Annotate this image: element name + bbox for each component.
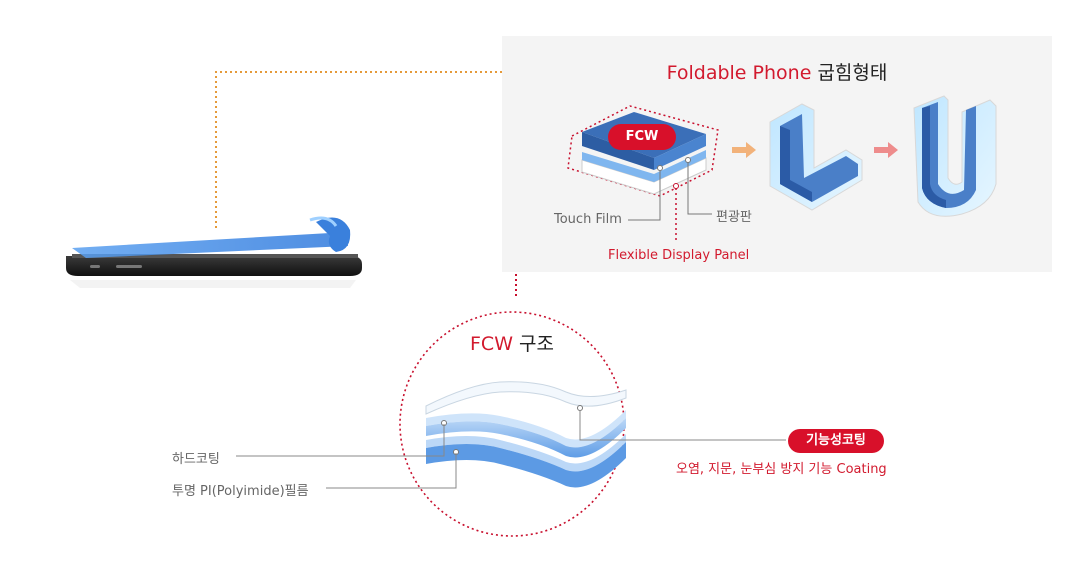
label-hard-coating: 하드코팅 (172, 452, 220, 467)
foldable-title-ko: 굽힘형태 (817, 62, 888, 84)
function-coating-badge: 기능성코팅 (788, 429, 884, 453)
phone-button (116, 265, 142, 268)
layer-bottom-side (426, 442, 626, 488)
fcw-badge: FCW (608, 124, 676, 150)
stack-blue-front (654, 134, 706, 170)
structure-title: FCW 구조 (400, 329, 624, 356)
marker-touch-film (657, 165, 663, 171)
label-flexible-display: Flexible Display Panel (608, 248, 750, 263)
foldable-title-en: Foldable Phone (666, 62, 812, 84)
layer-bottom-top (426, 434, 626, 472)
leader-touch-film (628, 170, 661, 221)
leader-function-coating (579, 410, 786, 441)
stack-blue-side (582, 132, 654, 170)
l-fold-illustration (769, 103, 863, 211)
l-fold-blue (780, 114, 858, 202)
marker-polarizer (685, 157, 691, 163)
phone-reflection (70, 280, 356, 288)
structure-title-ko: 구조 (519, 333, 554, 355)
stack-outline-dotted (567, 105, 719, 197)
label-pi-film: 투명 PI(Polyimide)필름 (172, 484, 309, 499)
label-polarizer: 편광판 (716, 210, 752, 225)
layer-top-clear (425, 381, 627, 415)
label-touch-film: Touch Film (554, 212, 622, 227)
leader-hard-coating (236, 424, 445, 457)
phone-illustration (66, 216, 362, 288)
phone-body (66, 256, 362, 276)
leader-pi-film (326, 453, 457, 489)
stack-light-layer (582, 150, 706, 182)
phone-button-2 (90, 265, 100, 268)
arrow-1 (732, 142, 756, 158)
marker-function-coating (577, 405, 583, 411)
phone-screen-edge (72, 254, 358, 258)
u-fold-blue (922, 102, 976, 208)
marker-display-panel (673, 183, 679, 189)
blue-film-sheet (72, 227, 348, 258)
leader-polarizer (687, 162, 712, 215)
function-coating-desc: 오염, 지문, 눈부심 방지 기능 Coating (676, 462, 887, 477)
layer-mid-side (426, 418, 626, 458)
layer-mid-top (426, 410, 626, 448)
layer-stack-illustration (425, 381, 627, 488)
film-curl (316, 217, 351, 252)
foldable-title: Foldable Phone 굽힘형태 (502, 58, 1052, 85)
structure-title-en: FCW (470, 333, 513, 355)
arrow-2 (874, 142, 898, 158)
film-curl-highlight (309, 216, 338, 227)
u-fold-illustration (913, 95, 997, 217)
